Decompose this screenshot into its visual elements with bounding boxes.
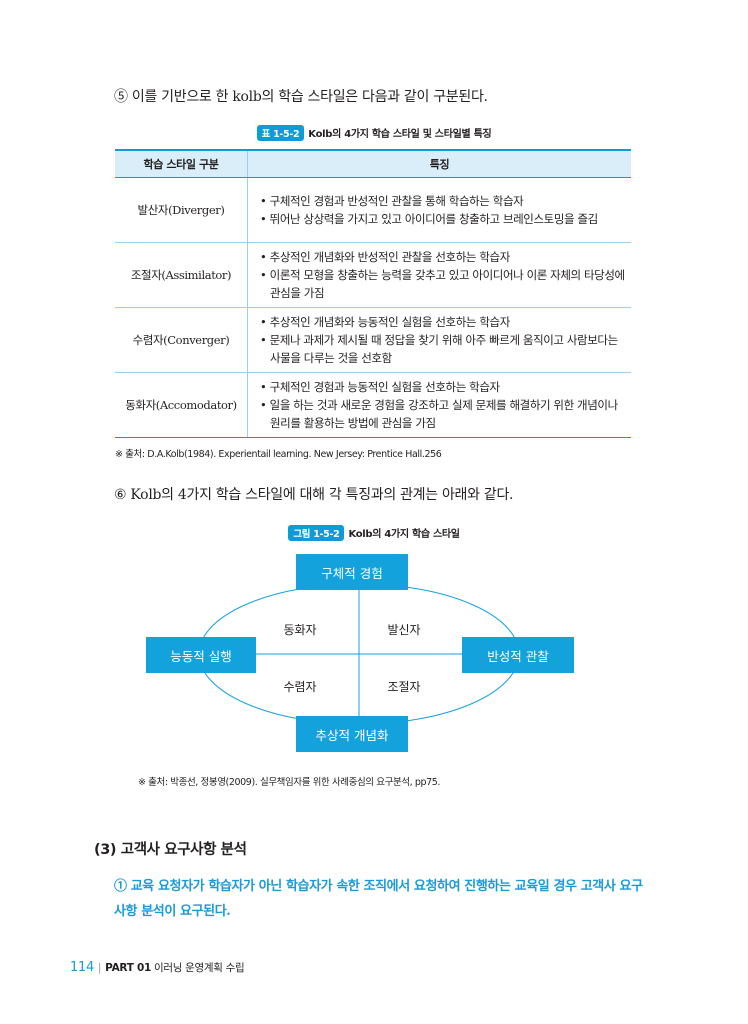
feature-item: • 추상적인 개념화와 능동적인 실험을 선호하는 학습자 [260,315,510,329]
paragraph-5: ⑤ 이를 기반으로 한 kolb의 학습 스타일은 다음과 같이 구분된다. [114,89,488,105]
header-features: 특징 [247,149,631,178]
footer-separator: | [97,962,102,974]
style-features: • 추상적인 개념화와 능동적인 실험을 선호하는 학습자 • 문제나 과제가 … [247,307,631,373]
part-label: PART 01 [105,962,151,974]
table-source: ※ 출처: D.A.Kolb(1984). Experientail learn… [115,449,442,460]
figure-source: ※ 출처: 박종선, 정봉영(2009). 실무책임자를 위한 사례중심의 요구… [138,777,441,788]
feature-item: • 문제나 과제가 제시될 때 정답을 찾기 위해 아주 빠르게 움직이고 사람… [260,333,618,365]
table-row: 동화자(Accomodator) • 구체적인 경험과 능동적인 실험을 선호하… [115,372,631,438]
style-name: 동화자(Accomodator) [115,372,248,438]
reflective-observation-box: 반성적 관찰 [462,637,574,673]
learning-style-table: 학습 스타일 구분 특징 발산자(Diverger) • 구체적인 경험과 반성… [115,149,631,438]
style-name: 조절자(Assimilator) [115,242,248,308]
paragraph-1: ① 교육 요청자가 학습자가 아닌 학습자가 속한 조직에서 요청하여 진행하는… [114,879,643,919]
feature-item: • 뛰어난 상상력을 가지고 있고 아이디어를 창출하고 브레인스토밍을 즐김 [260,212,598,226]
style-features: • 추상적인 개념화와 반성적인 관찰을 선호하는 학습자 • 이론적 모형을 … [247,242,631,308]
feature-item: • 구체적인 경험과 능동적인 실험을 선호하는 학습자 [260,380,500,394]
table-caption-badge: 표 1-5-2 [256,125,305,141]
feature-item: • 이론적 모형을 창출하는 능력을 갖추고 있고 아이디어나 이론 자체의 타… [260,268,625,300]
section-heading: (3) 고객사 요구사항 분석 [94,842,247,858]
feature-item: • 일을 하는 것과 새로운 경험을 강조하고 실제 문제를 해결하기 위한 개… [260,398,618,430]
paragraph-6: ⑥ Kolb의 4가지 학습 스타일에 대해 각 특징과의 관계는 아래와 같다… [114,487,514,503]
feature-item: • 구체적인 경험과 반성적인 관찰을 통해 학습하는 학습자 [260,194,524,208]
table-row: 수렴자(Converger) • 추상적인 개념화와 능동적인 실험을 선호하는… [115,307,631,373]
quadrant-assimilator: 조절자 [387,680,421,694]
quadrant-accommodator: 동화자 [283,623,317,637]
style-name: 수렴자(Converger) [115,307,248,373]
table-header-row: 학습 스타일 구분 특징 [115,149,631,178]
part-title: 이러닝 운영계획 수립 [154,962,245,974]
figure-caption-title: Kolb의 4가지 학습 스타일 [348,529,460,540]
quadrant-diverger: 발신자 [387,623,421,637]
abstract-conceptualization-box: 추상적 개념화 [296,716,408,752]
table-row: 발산자(Diverger) • 구체적인 경험과 반성적인 관찰을 통해 학습하… [115,177,631,243]
header-style: 학습 스타일 구분 [115,149,248,178]
style-name: 발산자(Diverger) [115,177,248,243]
active-experimentation-box: 능동적 실행 [146,637,256,673]
concrete-experience-box: 구체적 경험 [296,554,408,590]
style-features: • 구체적인 경험과 반성적인 관찰을 통해 학습하는 학습자 • 뛰어난 상상… [247,177,631,243]
table-row: 조절자(Assimilator) • 추상적인 개념화와 반성적인 관찰을 선호… [115,242,631,308]
table-caption-title: Kolb의 4가지 학습 스타일 및 스타일별 특징 [308,129,492,140]
feature-item: • 추상적인 개념화와 반성적인 관찰을 선호하는 학습자 [260,250,510,264]
quadrant-converger: 수렴자 [283,680,317,694]
kolb-diagram: 구체적 경험 추상적 개념화 능동적 실행 반성적 관찰 동화자 발신자 수렴자… [140,548,580,758]
page-number: 114 [70,960,94,975]
style-features: • 구체적인 경험과 능동적인 실험을 선호하는 학습자 • 일을 하는 것과 … [247,372,631,438]
figure-caption-badge: 그림 1-5-2 [288,525,345,541]
page-footer: 114|PART 01 이러닝 운영계획 수립 [70,960,245,975]
